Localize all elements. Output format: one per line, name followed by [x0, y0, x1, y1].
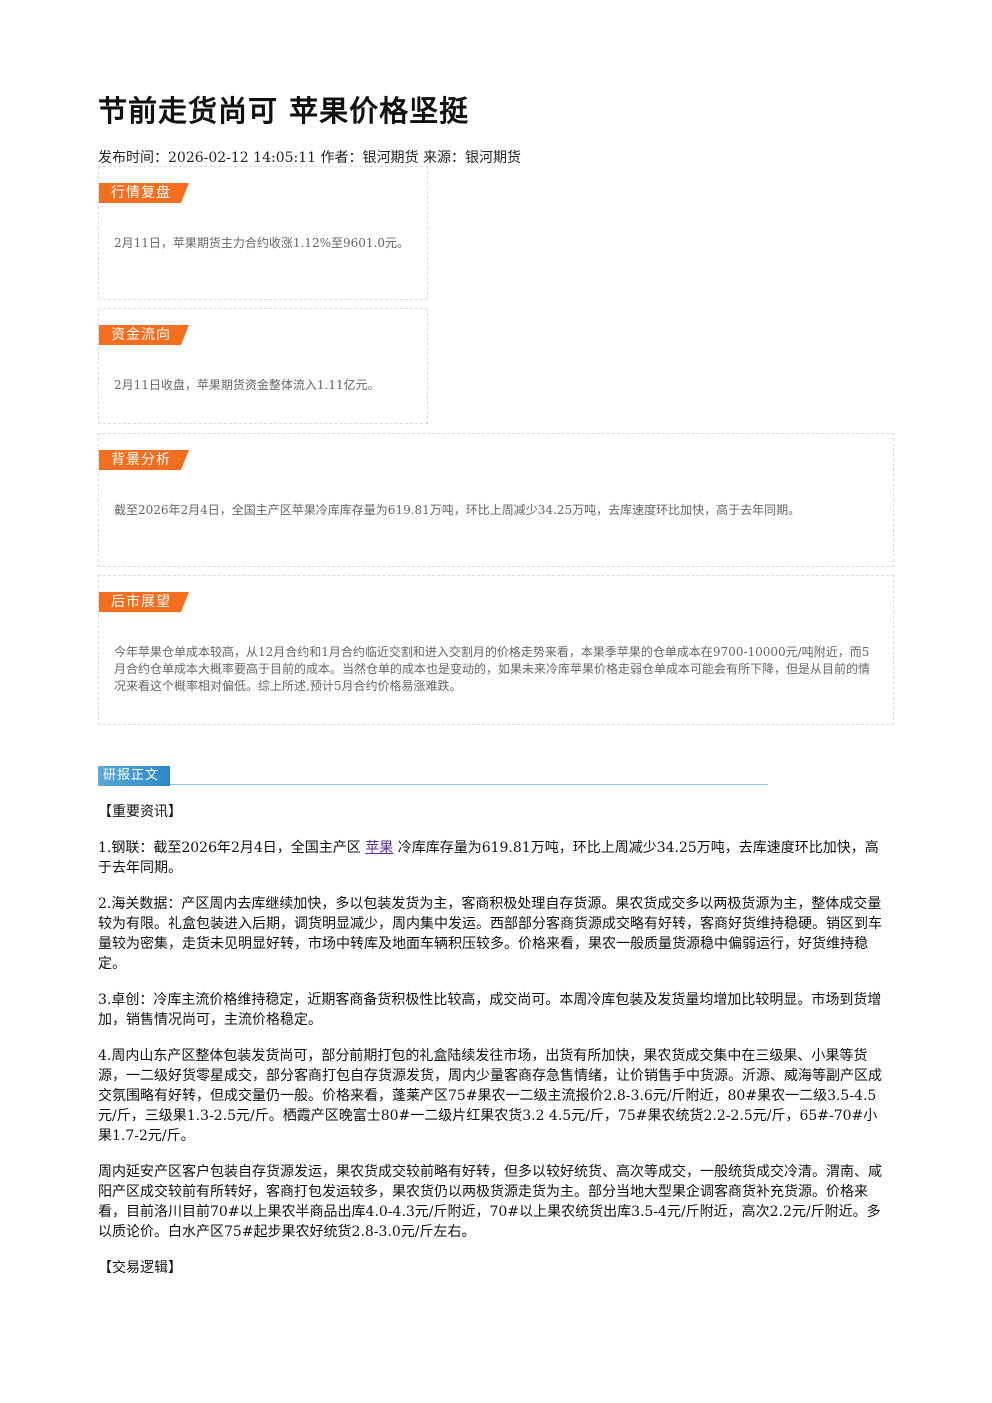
article-meta: 发布时间：2026-02-12 14:05:11 作者：银河期货 来源：银河期货 — [98, 150, 521, 166]
news-paragraph-2: 2.海关数据：产区周内去库继续加快，多以包装发货为主，客商积极处理自存货源。果农… — [98, 896, 882, 972]
market-review-box: 行情复盘 2月11日，苹果期货主力合约收涨1.12%至9601.0元。 — [98, 166, 428, 300]
news-heading: 【重要资讯】 — [98, 804, 182, 820]
news-paragraph-5: 周内延安产区客户包装自存货源发运，果农货成交较前略有好转，但多以较好统货、高次等… — [98, 1164, 882, 1240]
news-paragraph-3: 3.卓创：冷库主流价格维持稳定，近期客商备货积极性比较高，成交尚可。本周冷库包装… — [98, 992, 882, 1028]
background-box: 背景分析 截至2026年2月4日，全国主产区苹果冷库库存量为619.81万吨，环… — [98, 433, 894, 567]
fund-flow-text: 2月11日收盘，苹果期货资金整体流入1.11亿元。 — [114, 378, 380, 392]
outlook-box: 后市展望 今年苹果仓单成本较高，从12月合约和1月合约临近交割和进入交割月的价格… — [98, 575, 894, 725]
article-title: 节前走货尚可 苹果价格坚挺 — [98, 94, 470, 128]
background-text: 截至2026年2月4日，全国主产区苹果冷库库存量为619.81万吨，环比上周减少… — [114, 503, 801, 517]
news-paragraph-1-lead: 1.钢联：截至2026年2月4日，全国主产区 — [98, 840, 366, 856]
report-divider — [170, 784, 768, 785]
news-paragraph-1-rest: 冷库库存量为619.81万吨，环比上周减少34.25万吨，去库速度环比加快，高于… — [98, 840, 879, 876]
apple-link[interactable]: 苹果 — [365, 840, 394, 856]
fund-flow-tag: 资金流向 — [99, 325, 189, 345]
report-body-tag: 研报正文 — [98, 766, 170, 786]
logic-heading: 【交易逻辑】 — [98, 1260, 182, 1276]
background-tag: 背景分析 — [99, 450, 189, 470]
fund-flow-box: 资金流向 2月11日收盘，苹果期货资金整体流入1.11亿元。 — [98, 308, 428, 424]
market-review-text: 2月11日，苹果期货主力合约收涨1.12%至9601.0元。 — [114, 236, 410, 250]
outlook-tag: 后市展望 — [99, 592, 189, 612]
market-review-tag: 行情复盘 — [99, 183, 189, 203]
news-paragraph-4: 4.周内山东产区整体包装发货尚可，部分前期打包的礼盒陆续发往市场，出货有所加快，… — [98, 1048, 882, 1144]
outlook-text: 今年苹果仓单成本较高，从12月合约和1月合约临近交割和进入交割月的价格走势来看，… — [114, 645, 871, 693]
news-paragraph-1: 1.钢联：截至2026年2月4日，全国主产区 苹果 冷库库存量为619.81万吨… — [98, 838, 890, 878]
